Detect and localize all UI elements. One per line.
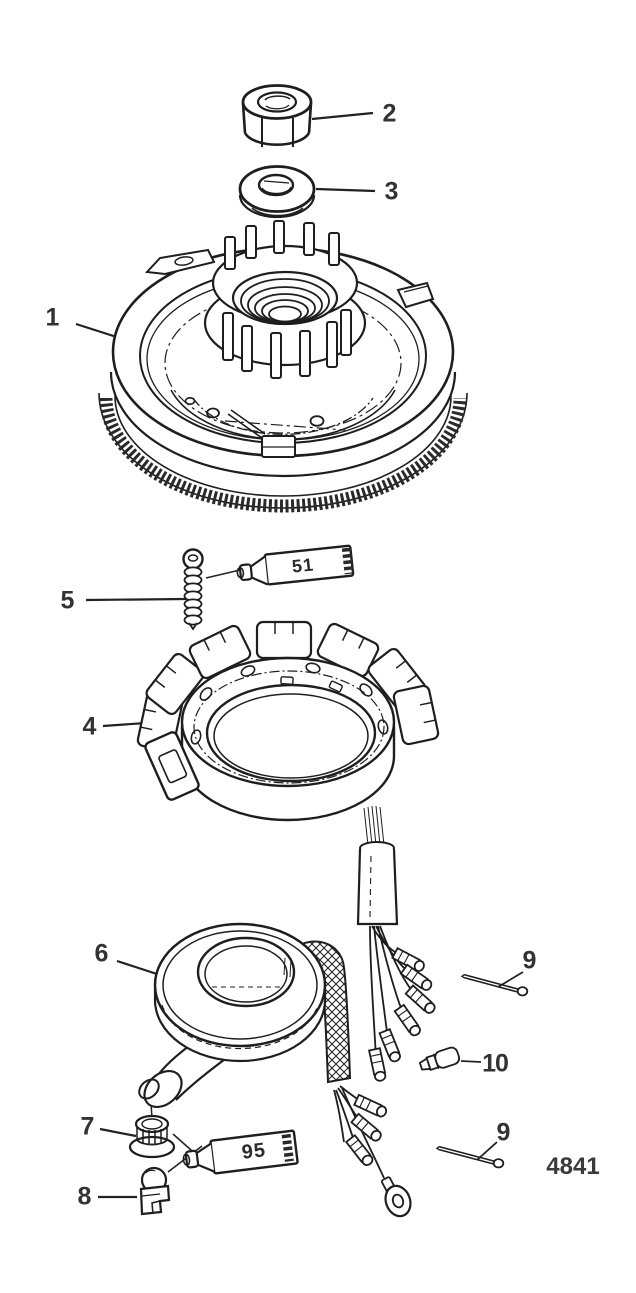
callout-9-lower: 9 bbox=[496, 1118, 511, 1147]
callout-3: 3 bbox=[384, 177, 399, 206]
callout-9-upper: 9 bbox=[522, 946, 537, 975]
callout-4: 4 bbox=[82, 712, 97, 741]
stator-screw-drawing bbox=[182, 548, 204, 631]
stator-drawing bbox=[136, 620, 440, 822]
callout-10: 10 bbox=[482, 1049, 509, 1078]
terminal-10-drawing bbox=[418, 1046, 461, 1072]
drawing-number: 4841 bbox=[546, 1153, 600, 1180]
tube-51-label: 51 bbox=[290, 554, 315, 577]
tube-95-label: 95 bbox=[240, 1139, 268, 1164]
callout-1: 1 bbox=[45, 303, 60, 332]
clip-drawing bbox=[139, 1166, 171, 1216]
screw-9-lower-drawing bbox=[435, 1145, 505, 1169]
grommet-drawing bbox=[128, 1114, 176, 1159]
callout-5: 5 bbox=[60, 586, 75, 615]
hex-nut-drawing bbox=[241, 84, 313, 147]
callout-2: 2 bbox=[382, 99, 397, 128]
washer-drawing bbox=[238, 165, 316, 219]
tube-95-drawing bbox=[182, 1129, 299, 1175]
callout-8: 8 bbox=[77, 1182, 92, 1211]
trigger-coil-drawing bbox=[138, 922, 352, 1109]
flywheel-drawing bbox=[98, 220, 468, 513]
stator-wires-drawing bbox=[356, 805, 438, 1083]
tube-51-drawing bbox=[236, 544, 355, 586]
callout-7: 7 bbox=[80, 1112, 95, 1141]
screw-9-upper-drawing bbox=[460, 973, 529, 997]
trigger-wires-drawing bbox=[333, 1085, 412, 1218]
callout-6: 6 bbox=[94, 939, 109, 968]
